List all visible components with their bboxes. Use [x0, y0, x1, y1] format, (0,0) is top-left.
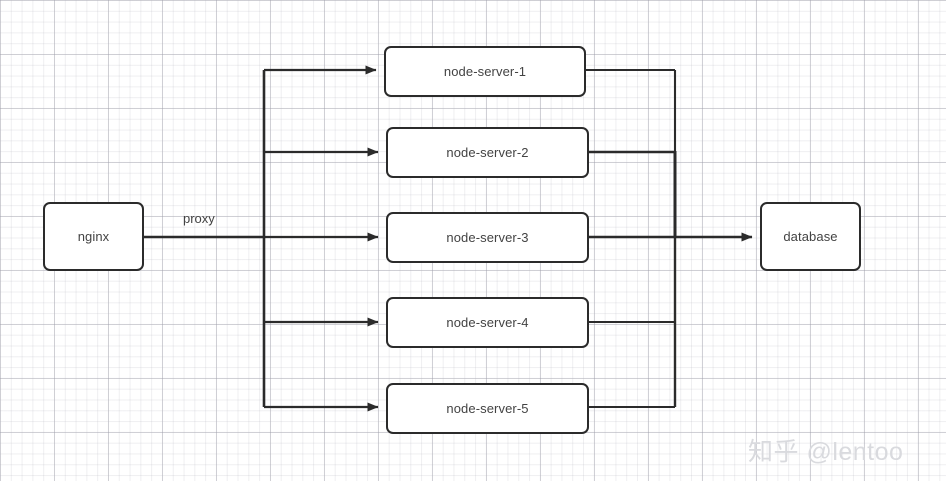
node-nginx-label: nginx: [77, 229, 110, 244]
node-node-server-1-label: node-server-1: [443, 64, 527, 79]
node-node-server-1[interactable]: node-server-1: [384, 46, 586, 97]
node-node-server-3[interactable]: node-server-3: [386, 212, 589, 263]
node-node-server-4[interactable]: node-server-4: [386, 297, 589, 348]
node-database-label: database: [783, 229, 838, 244]
node-nginx[interactable]: nginx: [43, 202, 144, 271]
node-node-server-5-label: node-server-5: [446, 401, 529, 416]
edge-label-proxy: proxy: [183, 211, 215, 226]
node-node-server-5[interactable]: node-server-5: [386, 383, 589, 434]
node-node-server-4-label: node-server-4: [446, 315, 529, 330]
node-node-server-2[interactable]: node-server-2: [386, 127, 589, 178]
watermark: 知乎 @lentoo: [748, 438, 904, 466]
node-node-server-3-label: node-server-3: [446, 230, 529, 245]
node-node-server-2-label: node-server-2: [446, 145, 529, 160]
node-database[interactable]: database: [760, 202, 861, 271]
